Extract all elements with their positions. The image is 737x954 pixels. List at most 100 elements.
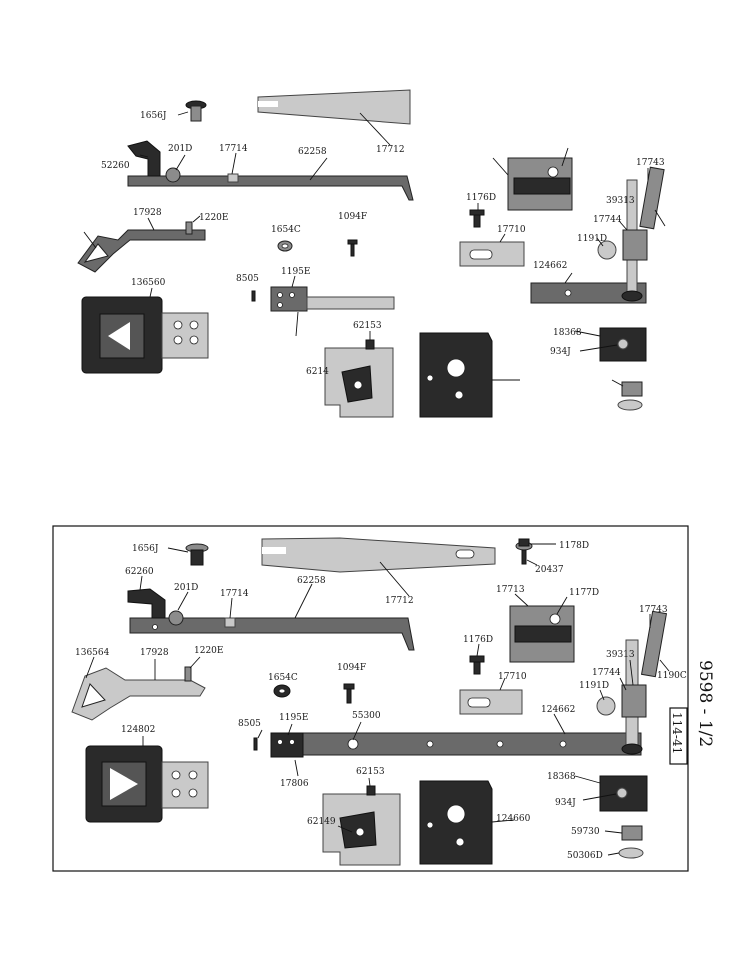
- lower-label-62153: 62153: [356, 767, 385, 777]
- lower-label-1656J: 1656J: [132, 544, 159, 554]
- lower-label-17713: 17713: [496, 585, 525, 595]
- lower-label-1191D: 1191D: [579, 681, 609, 691]
- lower-label-17712: 17712: [385, 596, 414, 606]
- upper-label-62153: 62153: [353, 321, 382, 331]
- lower-label-62260: 62260: [125, 567, 154, 577]
- part-small-screw: [251, 290, 256, 302]
- lower-label-136564: 136564: [75, 648, 110, 658]
- part-plate: [270, 286, 395, 312]
- lower-label-18368: 18368: [547, 772, 576, 782]
- lower-label-62258: 62258: [297, 576, 326, 586]
- part-slide-plate: [419, 780, 493, 865]
- part-small-screw: [253, 737, 258, 751]
- upper-label-136560: 136560: [131, 278, 166, 288]
- lower-label-201D: 201D: [174, 583, 198, 593]
- upper-label-17712: 17712: [376, 145, 405, 155]
- part-nut: [273, 684, 291, 698]
- lower-label-17928: 17928: [140, 648, 169, 658]
- upper-label-6214: 6214: [306, 367, 329, 377]
- upper-label-201D: 201D: [168, 144, 192, 154]
- lower-label-17743: 17743: [639, 605, 668, 615]
- lower-label-1176D: 1176D: [463, 635, 493, 645]
- upper-label-1656J: 1656J: [140, 111, 167, 121]
- upper-label-17710: 17710: [497, 225, 526, 235]
- lower-frame: [52, 525, 689, 872]
- part-slide-plate: [419, 332, 493, 418]
- part-clip: [459, 689, 523, 715]
- part-screw: [343, 683, 355, 704]
- part-wrench: [257, 89, 411, 125]
- lower-label-17806: 17806: [280, 779, 309, 789]
- lower-label-62149: 62149: [307, 817, 336, 827]
- lower-label-17714: 17714: [220, 589, 249, 599]
- part-bracket: [71, 666, 206, 721]
- part-guide-block: [509, 605, 575, 663]
- part-clip: [459, 241, 525, 267]
- part-screw-head: [469, 655, 485, 675]
- lower-label-55300: 55300: [352, 711, 381, 721]
- upper-label-1191D: 1191D: [577, 234, 607, 244]
- upper-label-1094F: 1094F: [338, 212, 367, 222]
- lower-illustration: 1656J 62260 201D 17714 62258 17712 1178D…: [52, 525, 715, 872]
- lower-label-1220E: 1220E: [194, 646, 223, 656]
- upper-label-17744: 17744: [593, 215, 622, 225]
- lower-label-59730: 59730: [571, 827, 600, 837]
- part-lever: [127, 588, 415, 651]
- part-wrench: [261, 537, 496, 573]
- lower-label-1195E: 1195E: [279, 713, 308, 723]
- upper-label-62258: 62258: [298, 147, 327, 157]
- part-knob: [185, 100, 207, 122]
- upper-label-18368: 18368: [553, 328, 582, 338]
- part-hex-screw: [515, 538, 533, 565]
- lower-label-124662: 124662: [541, 705, 575, 715]
- upper-label-1195E: 1195E: [281, 267, 310, 277]
- upper-label-17743: 17743: [636, 158, 665, 168]
- lower-label-8505: 8505: [238, 719, 261, 729]
- part-nut: [277, 240, 293, 252]
- part-screw: [347, 239, 358, 257]
- part-throat-plate: [85, 745, 209, 823]
- upper-label-8505: 8505: [236, 274, 259, 284]
- lower-label-39313: 39313: [606, 650, 635, 660]
- lower-label-20437: 20437: [535, 565, 564, 575]
- part-bar-post: [530, 166, 665, 304]
- upper-label-1176D: 1176D: [466, 193, 496, 203]
- upper-label-124662: 124662: [533, 261, 567, 271]
- upper-label-39313: 39313: [606, 196, 635, 206]
- part-bracket: [77, 221, 206, 273]
- part-square-block: [599, 327, 647, 362]
- lower-label-1178D: 1178D: [559, 541, 589, 551]
- lower-label-1190C: 1190C: [657, 671, 687, 681]
- part-foot-block: [324, 339, 394, 418]
- lower-label-1094F: 1094F: [337, 663, 366, 673]
- lower-label-50306D: 50306D: [567, 851, 603, 861]
- part-long-bar: [270, 732, 642, 758]
- part-throat-plate: [81, 296, 209, 374]
- date-box: [669, 707, 688, 765]
- upper-label-52260: 52260: [101, 161, 130, 171]
- lower-label-124660: 124660: [496, 814, 531, 824]
- plate-date: 114-41: [670, 712, 684, 754]
- upper-label-1220E: 1220E: [199, 213, 228, 223]
- upper-label-17928: 17928: [133, 208, 162, 218]
- upper-illustration: 1656J 52260 201D 17714 62258 17712 17928…: [77, 89, 666, 418]
- part-square-block: [599, 775, 648, 812]
- part-screw-head: [469, 209, 485, 228]
- part-guide-block: [507, 157, 573, 211]
- lower-label-934J: 934J: [555, 798, 576, 808]
- part-knob: [185, 543, 209, 566]
- lower-label-1654C: 1654C: [268, 673, 298, 683]
- lower-label-17744: 17744: [592, 668, 621, 678]
- lower-label-124802: 124802: [121, 725, 155, 735]
- part-post: [596, 610, 668, 755]
- part-cap: [617, 381, 643, 411]
- upper-label-1654C: 1654C: [271, 225, 301, 235]
- part-lever: [127, 140, 414, 201]
- lower-label-1177D: 1177D: [569, 588, 599, 598]
- lower-label-17710: 17710: [498, 672, 527, 682]
- upper-label-934J: 934J: [550, 347, 571, 357]
- plate-number: 9598 - 1/2: [695, 660, 715, 747]
- upper-label-17714: 17714: [219, 144, 248, 154]
